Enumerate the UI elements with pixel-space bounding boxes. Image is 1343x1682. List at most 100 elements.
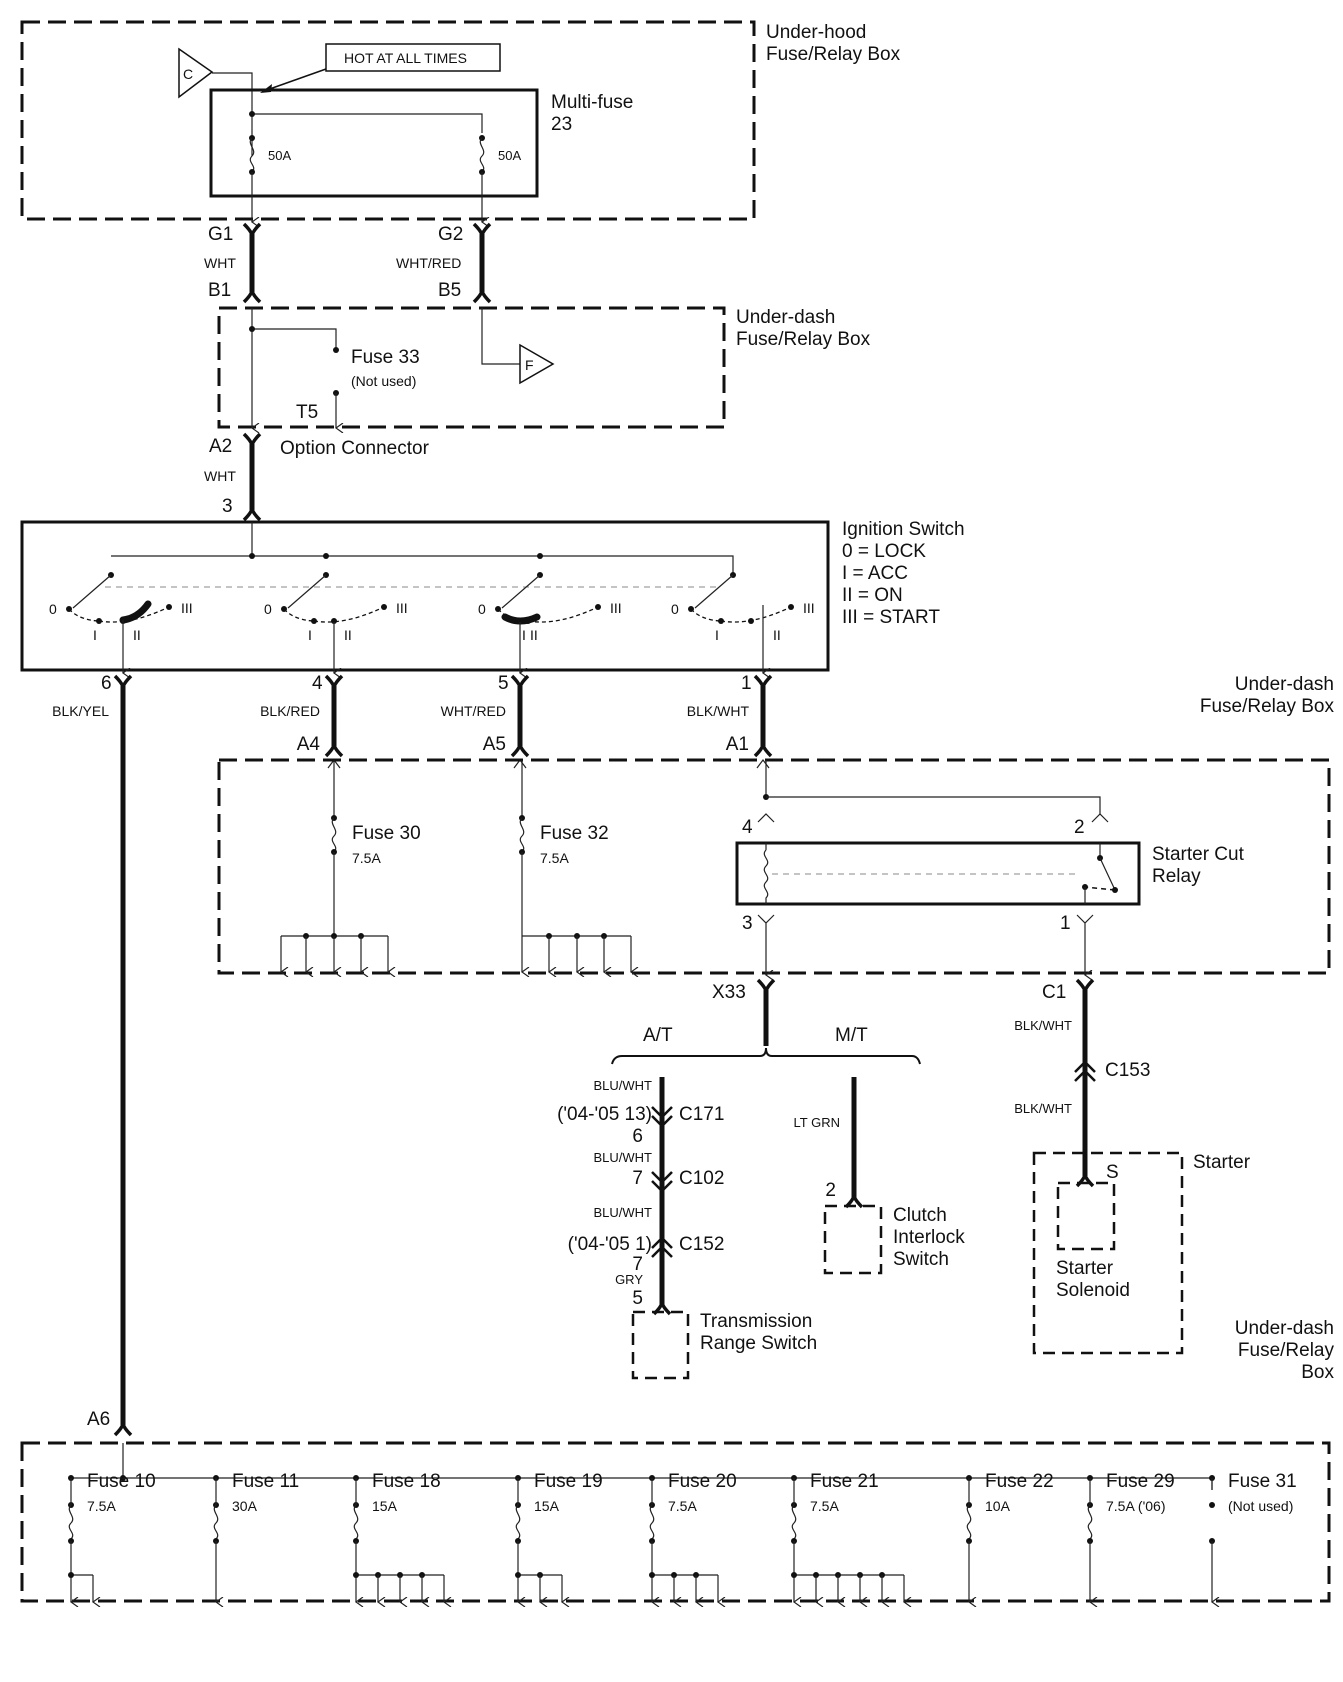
mt-label: M/T [835, 1025, 868, 1046]
fuse-33-label: Fuse 33 [351, 347, 420, 368]
under-dash-fuse-relay-box-middle: Under-dash Fuse/Relay Box Fuse 30 7.5A F… [217, 674, 1334, 975]
wire-a2-ignition-3: A2 Option Connector WHT 3 [204, 432, 430, 522]
connector-c153: C153 [1105, 1060, 1150, 1081]
ignition-pin-5: 5 [498, 673, 509, 694]
under-hood-title-1: Under-hood [766, 22, 866, 43]
fuse-50a-right: 50A [479, 135, 521, 222]
connector-a2: A2 [209, 436, 232, 457]
fuse-30: Fuse 30 7.5A [281, 760, 421, 972]
pos-0-label: 0 [671, 601, 679, 617]
clutch-title-3: Switch [893, 1249, 949, 1270]
pos-2-label: II [530, 627, 538, 643]
pos-1-label: I [308, 627, 312, 643]
under-dash-1-title-2: Fuse/Relay Box [736, 329, 871, 350]
bottom-fuse-fuse-20: Fuse 20 7.5A [649, 1471, 737, 1602]
under-hood-fuse-relay-box: Under-hood Fuse/Relay Box C HOT AT ALL T… [20, 20, 901, 222]
trs-title-2: Range Switch [700, 1333, 817, 1354]
fuse-32: Fuse 32 7.5A [519, 760, 631, 972]
connector-b5: B5 [438, 280, 461, 301]
fuse-name: Fuse 22 [985, 1471, 1054, 1492]
fuse-left-rating: 50A [268, 148, 291, 163]
starter-cut-relay-title-2: Relay [1152, 866, 1201, 887]
multi-fuse-number: 23 [551, 114, 572, 135]
pos-1-label: I [93, 627, 97, 643]
fuse-30-rating: 7.5A [352, 850, 381, 866]
pos-0-label: 0 [264, 601, 272, 617]
connector-g2: G2 [438, 224, 463, 245]
fuse-name: Fuse 11 [232, 1471, 299, 1492]
at-label: A/T [643, 1025, 673, 1046]
pos-2-label: II [344, 627, 352, 643]
pos-1-label: I [715, 627, 719, 643]
source-c-triangle-icon [178, 47, 214, 99]
mt-wire-to-clutch-interlock-switch: LT GRN 2 Clutch Interlock Switch [794, 1077, 965, 1275]
contact-bar-acc-on [501, 613, 541, 625]
connector-b1: B1 [208, 280, 231, 301]
fuse-name: Fuse 31 [1228, 1471, 1297, 1492]
fuse-rating: (Not used) [1228, 1498, 1293, 1514]
ignition-legend-2: II = ON [842, 585, 903, 606]
under-dash-3-title-1: Under-dash [1235, 1318, 1334, 1339]
wire-g2-b5: G2 WHT/RED B5 [396, 222, 492, 304]
starter-terminal-s: S [1106, 1162, 1119, 1183]
pos-3-label: III [803, 600, 815, 616]
ignition-switch: Ignition Switch 0 = LOCK I = ACC II = ON… [20, 519, 965, 672]
clutch-interlock-switch-box [823, 1204, 883, 1275]
relay-pin-1: 1 [1060, 913, 1071, 934]
pos-2-label: II [773, 627, 781, 643]
option-connector-label: Option Connector [280, 438, 430, 459]
bottom-fuse-fuse-21: Fuse 217.5A [791, 1471, 904, 1602]
fuse-rating: 7.5A ('06) [1106, 1498, 1166, 1514]
connector-c153-icon [1074, 1060, 1096, 1082]
x33-branch: X33 A/T M/T [611, 978, 921, 1065]
c171-note: ('04-'05 13) [557, 1104, 652, 1125]
pos-3-label: III [181, 600, 193, 616]
c153-wire-color: BLK/WHT [1014, 1101, 1072, 1116]
fuse-rating: 7.5A [668, 1498, 697, 1514]
fuse-rating: 7.5A [87, 1498, 116, 1514]
relay-pin-3: 3 [742, 913, 753, 934]
trs-title-1: Transmission [700, 1311, 812, 1332]
clutch-title-1: Clutch [893, 1205, 947, 1226]
source-c-label: C [183, 66, 193, 82]
connector-c171: C171 [679, 1104, 724, 1125]
multi-fuse-title: Multi-fuse [551, 92, 633, 113]
fuse-rating: 7.5A [810, 1498, 839, 1514]
ignition-legend-1: I = ACC [842, 563, 908, 584]
fuse-name: Fuse 20 [668, 1471, 737, 1492]
wire-color-wht: WHT [204, 255, 236, 271]
transmission-range-switch-box [631, 1310, 690, 1380]
ignition-legend-3: III = START [842, 607, 940, 628]
relay-pin-4: 4 [742, 817, 753, 838]
ignition-pin-3: 3 [222, 496, 233, 517]
at-color-3: BLU/WHT [594, 1205, 653, 1220]
fuse-rating: 30A [232, 1498, 258, 1514]
ignition-switch-title: Ignition Switch [842, 519, 965, 540]
multi-fuse-23-box [209, 88, 539, 198]
bottom-fuse-fuse-29: Fuse 297.5A ('06) [1087, 1471, 1175, 1602]
starter-cut-relay-box [735, 841, 1141, 906]
fuse-right-rating: 50A [498, 148, 521, 163]
under-dash-box-1-outline [217, 306, 726, 429]
under-dash-fuse-relay-box-top: Under-dash Fuse/Relay Box Fuse 33 (Not u… [217, 306, 871, 429]
wire-color-blk-red: BLK/RED [260, 703, 320, 719]
hot-at-all-times-callout [325, 43, 501, 72]
trs-pin-5: 5 [632, 1288, 643, 1309]
ignition-pin-1: 1 [741, 673, 752, 694]
c102-pin: 7 [632, 1168, 643, 1189]
fuse-32-rating: 7.5A [540, 850, 569, 866]
bottom-fuse-fuse-11: Fuse 11 30A [213, 1471, 299, 1602]
at-color-2: BLU/WHT [594, 1150, 653, 1165]
starter-circuit: C1 BLK/WHT C153 BLK/WHT Starter S Starte… [1014, 978, 1251, 1355]
fuse-name: Fuse 10 [87, 1471, 156, 1492]
pos-3-label: III [610, 600, 622, 616]
